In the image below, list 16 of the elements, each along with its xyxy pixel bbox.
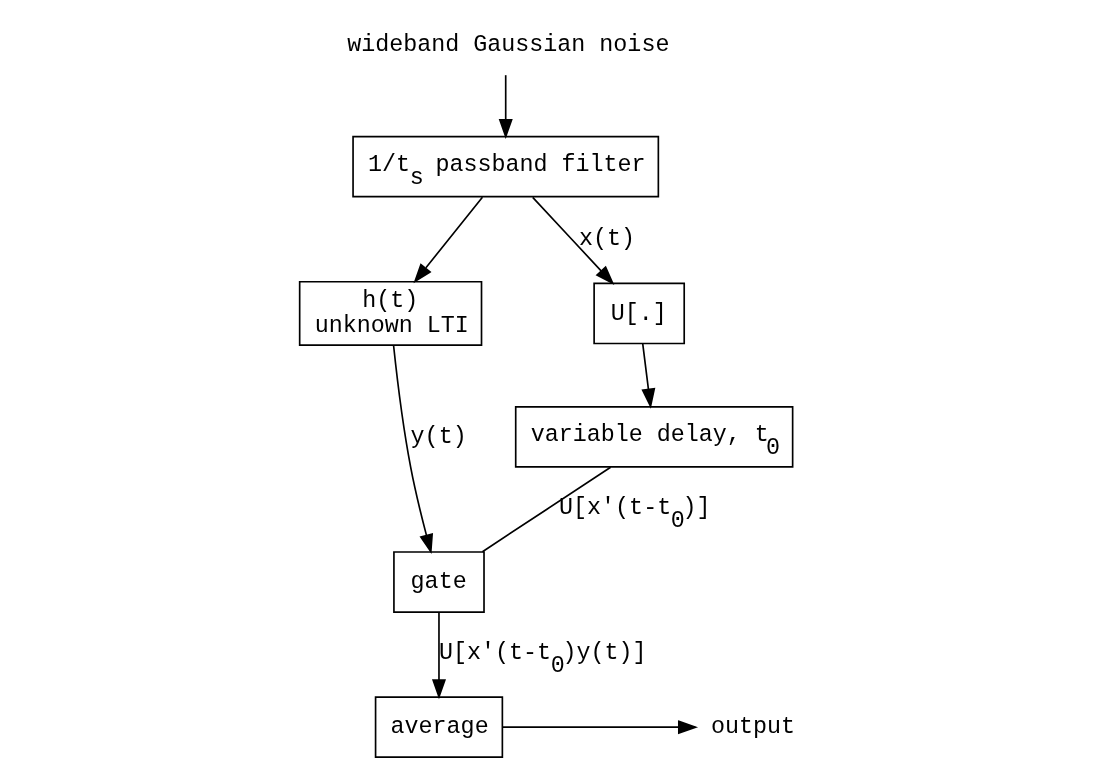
arrow	[501, 720, 698, 735]
node-box: U[.]	[592, 282, 685, 345]
node-text: wideband Gaussian noise	[346, 32, 669, 59]
arrow	[498, 74, 513, 140]
arrow	[431, 611, 446, 700]
arrow	[412, 196, 483, 284]
node-text: output	[710, 714, 795, 741]
node-box: h(t) unknown LTI	[298, 280, 482, 346]
node-box: average	[374, 696, 503, 759]
node-box: gate	[392, 551, 485, 613]
edge-label: x(t)	[578, 226, 635, 253]
edge-label: y(t)	[410, 424, 467, 451]
connector	[481, 466, 611, 553]
arrow	[531, 196, 614, 286]
arrow	[392, 344, 433, 555]
arrow	[640, 342, 655, 409]
